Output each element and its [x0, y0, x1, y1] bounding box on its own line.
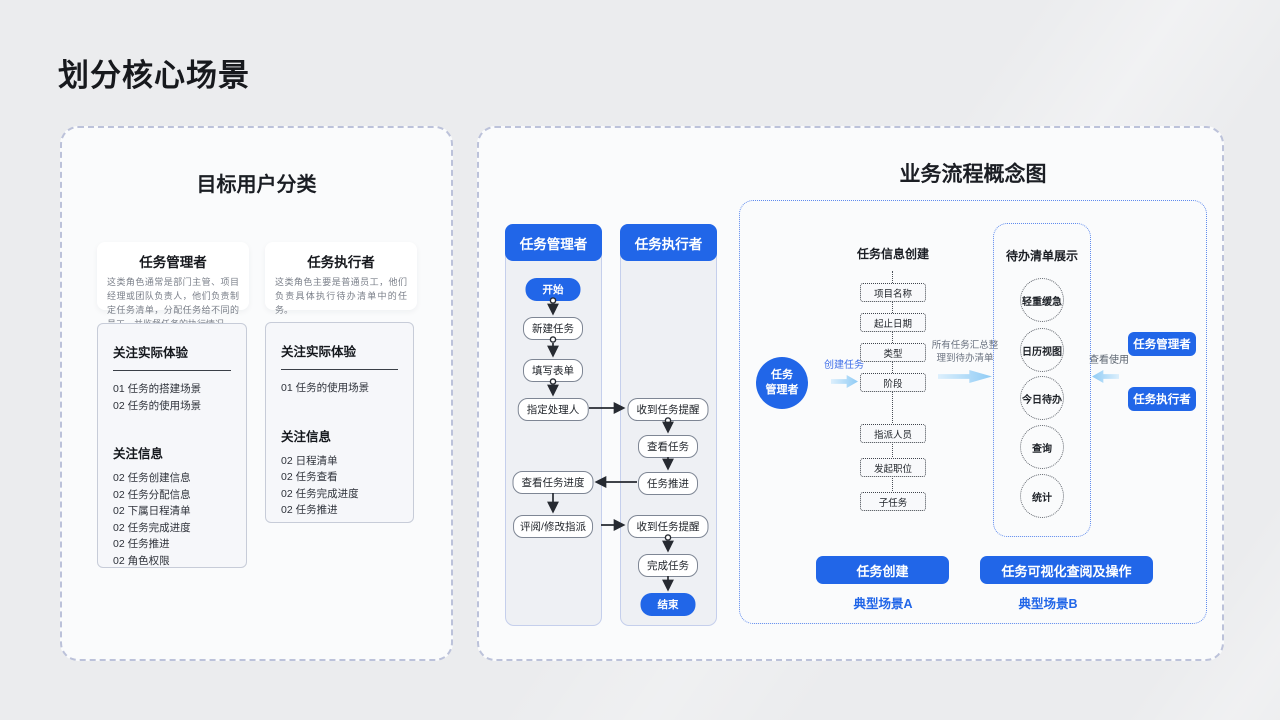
list-item: 01 任务的使用场景 [281, 382, 370, 394]
swimlane-header: 任务管理者 [505, 224, 602, 261]
process-panel: 业务流程概念图 任务管理者 任务执行者 开始 新建任务 填写表单 指定处理人 查… [477, 126, 1224, 661]
list-item: 02 任务完成进度 [113, 521, 191, 534]
experience-heading: 关注实际体验 [281, 345, 357, 359]
list-item: 02 任务分配信息 [113, 488, 191, 501]
list-item: 02 下属日程清单 [113, 505, 191, 517]
info-heading: 关注信息 [113, 447, 164, 461]
flow-node-end: 结束 [640, 593, 696, 616]
user-card-task-manager: 任务管理者 这类角色通常是部门主管、项目经理或团队负责人，他们负责制定任务清单，… [97, 242, 249, 329]
list-item: 01 任务的搭建场景 [113, 383, 202, 395]
summary-arrow-label: 所有任务汇总整 理到待办清单 [905, 340, 1025, 366]
flow-node: 查看任务 [638, 435, 698, 458]
todo-circle: 统计 [1020, 474, 1064, 518]
actor-task-manager: 任务 管理者 [756, 357, 808, 409]
flow-node: 评阅/修改指派 [513, 515, 593, 538]
list-item: 02 角色权限 [113, 554, 170, 567]
todo-circle: 轻重缓急 [1020, 278, 1064, 322]
summary-arrow-label-line1: 所有任务汇总整 [931, 340, 999, 351]
experience-list: 01 任务的使用场景 [281, 380, 398, 397]
task-executor-button[interactable]: 任务执行者 [1128, 387, 1196, 411]
concept-diagram: 任务 管理者 创建任务 任务信息创建 项目名称 起止日期 类型 阶段 指派人员 … [739, 200, 1207, 624]
flow-node: 任务推进 [638, 472, 698, 495]
list-item: 02 任务查看 [281, 471, 338, 483]
list-item: 02 任务完成进度 [281, 487, 359, 500]
target-users-panel: 目标用户分类 任务管理者 这类角色通常是部门主管、项目经理或团队负责人，他们负责… [60, 126, 453, 661]
scenario-a-caption: 典型场景A [853, 597, 913, 611]
user-card-desc: 这类角色主要是普通员工，他们负责具体执行待办清单中的任务。 [275, 277, 407, 315]
flow-node: 查看任务进度 [512, 471, 594, 494]
view-use-label: 查看使用 [1089, 355, 1129, 366]
process-heading: 业务流程概念图 [899, 163, 1047, 186]
field-box: 阶段 [860, 373, 926, 392]
todo-list-title: 待办清单展示 [1005, 249, 1078, 263]
field-box: 类型 [860, 343, 926, 362]
flow-node: 新建任务 [523, 317, 583, 340]
todo-circle: 查询 [1020, 425, 1064, 469]
user-card-task-executor: 任务执行者 这类角色主要是普通员工，他们负责具体执行待办清单中的任务。 [265, 242, 417, 315]
experience-heading: 关注实际体验 [113, 346, 189, 360]
detail-box-task-executor: 关注实际体验 01 任务的使用场景 关注信息 02 日程清单 02 任务查看 0… [265, 322, 414, 523]
user-card-title: 任务管理者 [139, 255, 207, 270]
field-box: 起止日期 [860, 313, 926, 332]
task-create-button[interactable]: 任务创建 [816, 556, 949, 584]
field-box: 项目名称 [860, 283, 926, 302]
flow-node: 指定处理人 [517, 398, 589, 421]
summary-arrow-label-line2: 理到待办清单 [936, 352, 994, 364]
actor-label-line1: 任务 [771, 369, 793, 382]
task-visualize-button[interactable]: 任务可视化查阅及操作 [980, 556, 1153, 584]
actor-label-line2: 管理者 [765, 384, 799, 396]
experience-list: 01 任务的搭建场景 02 任务的使用场景 [113, 381, 231, 414]
todo-list-panel [993, 223, 1091, 537]
arrow-left-icon [1092, 370, 1119, 383]
page-title: 划分核心场景 [58, 58, 250, 93]
scenario-b-caption: 典型场景B [1018, 597, 1078, 611]
arrow-right-icon [831, 375, 858, 388]
flow-node-start: 开始 [525, 278, 581, 301]
list-item: 02 任务创建信息 [113, 472, 191, 484]
detail-box-task-manager: 关注实际体验 01 任务的搭建场景 02 任务的使用场景 关注信息 02 任务创… [97, 323, 247, 568]
todo-circle: 今日待办 [1020, 376, 1064, 420]
create-task-label: 创建任务 [824, 360, 864, 371]
task-info-title: 任务信息创建 [856, 247, 929, 261]
list-item: 02 任务推进 [113, 538, 170, 550]
flow-node: 收到任务提醒 [627, 398, 709, 421]
field-box: 发起职位 [860, 458, 926, 477]
todo-circle: 日历视图 [1020, 328, 1064, 372]
field-box: 子任务 [860, 492, 926, 511]
arrow-right-icon [938, 370, 992, 383]
task-manager-button[interactable]: 任务管理者 [1128, 332, 1196, 356]
info-heading: 关注信息 [281, 429, 332, 444]
flow-node: 收到任务提醒 [627, 515, 709, 538]
target-users-heading: 目标用户分类 [196, 174, 317, 196]
field-box: 指派人员 [860, 424, 926, 443]
info-list: 02 日程清单 02 任务查看 02 任务完成进度 02 任务推进 [281, 453, 398, 519]
divider [281, 369, 398, 370]
flow-node: 填写表单 [523, 359, 583, 382]
divider [113, 370, 231, 371]
swimlane-header: 任务执行者 [620, 224, 717, 261]
list-item: 02 任务的使用场景 [113, 399, 202, 412]
user-card-title: 任务执行者 [307, 255, 375, 270]
info-list: 02 任务创建信息 02 任务分配信息 02 下属日程清单 02 任务完成进度 … [113, 470, 231, 569]
list-item: 02 日程清单 [281, 454, 338, 467]
list-item: 02 任务推进 [281, 504, 338, 516]
flow-node: 完成任务 [638, 554, 698, 577]
